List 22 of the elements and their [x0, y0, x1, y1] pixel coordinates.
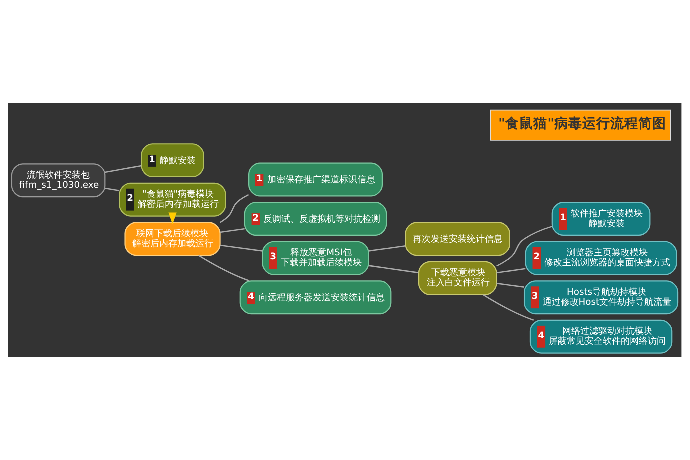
node-box: 再次发送安装统计信息	[405, 222, 510, 256]
connector	[220, 194, 250, 224]
connector	[368, 246, 406, 252]
connector	[105, 188, 120, 192]
connector	[483, 294, 534, 321]
connector	[496, 268, 526, 274]
connector	[220, 244, 263, 252]
connector	[198, 255, 250, 282]
connector	[220, 228, 245, 234]
connector	[105, 165, 142, 174]
node-box: 下载恶意模块 注入白文件运行	[418, 261, 498, 296]
node-box: 4 向远程服务器发送安装统计信息	[240, 280, 392, 315]
node-box: 2 反调试、反虚拟机等对抗检测	[244, 202, 388, 236]
connector	[496, 226, 552, 267]
node-box: 流氓软件安装包 fifm_s1_1030.exe	[11, 164, 106, 198]
node-box: 1 加密保存推广渠道标识信息	[248, 162, 383, 197]
node-box: 1 静默安装	[141, 144, 204, 178]
node-box: 联网下载后续模块 解密后内存加载运行	[124, 222, 221, 256]
connector	[368, 265, 419, 274]
arrow	[168, 212, 177, 224]
diagram-title: "食鼠猫"病毒运行流程简图	[498, 116, 667, 132]
connector	[496, 282, 524, 288]
